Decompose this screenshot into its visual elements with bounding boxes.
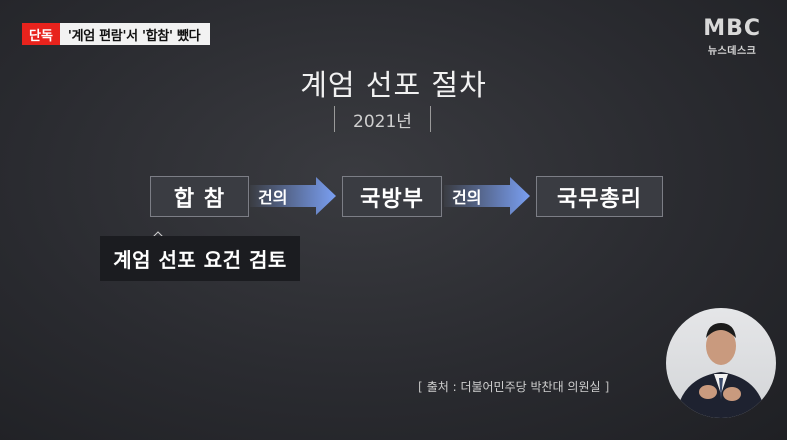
- exclusive-banner: 단독 '계엄 편람'서 '합참' 뺐다: [22, 23, 210, 45]
- step-jcs: 합 참: [150, 176, 249, 217]
- year-text: 2021년: [353, 107, 412, 132]
- mbc-logo: MBC 뉴스데스크: [703, 18, 761, 57]
- year-label: 2021년: [334, 104, 431, 134]
- arrow-label-2: 건의: [444, 177, 481, 215]
- sign-language-interpreter: [666, 308, 776, 418]
- source-bracket-close: ]: [605, 380, 610, 394]
- review-note: 계엄 선포 요건 검토: [100, 236, 300, 281]
- exclusive-tag: 단독: [22, 23, 60, 45]
- year-divider-left: [334, 106, 335, 132]
- source-text: 출처 : 더불어민주당 박찬대 의원실: [427, 378, 601, 395]
- source-credit: [ 출처 : 더불어민주당 박찬대 의원실 ]: [418, 378, 609, 395]
- year-divider-right: [430, 106, 431, 132]
- banner-headline: '계엄 편람'서 '합참' 뺐다: [60, 23, 210, 45]
- logo-brand: MBC: [703, 18, 761, 40]
- source-bracket-open: [: [418, 380, 423, 394]
- logo-program: 뉴스데스크: [703, 42, 761, 57]
- step-pm: 국무총리: [536, 176, 663, 217]
- arrow-label-1: 건의: [250, 177, 287, 215]
- arrow-propose-1: 건의: [250, 177, 336, 215]
- page-title: 계엄 선포 절차: [0, 62, 787, 104]
- arrow-propose-2: 건의: [444, 177, 530, 215]
- step-mnd: 국방부: [342, 176, 442, 217]
- interpreter-figure: [666, 308, 776, 418]
